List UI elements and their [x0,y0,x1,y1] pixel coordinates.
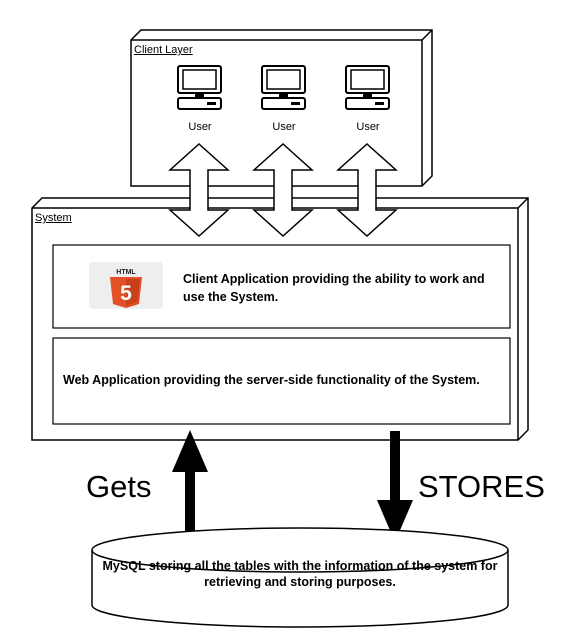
double-arrow [336,142,398,238]
web-application-text: Web Application providing the server-sid… [63,373,480,387]
html5-icon: HTML 5 [89,262,163,309]
stores-arrow [377,431,413,542]
double-arrow [252,142,314,238]
gets-arrow [172,430,208,544]
user-label-1: User [188,121,212,133]
mysql-database-cylinder [91,527,509,628]
web-application-panel [52,337,511,425]
system-title: System [35,212,72,224]
mysql-database-text: MySQL storing all the tables with the in… [102,559,498,589]
gets-label: Gets [86,469,152,504]
client-layer-title: Client Layer [134,44,193,56]
stores-label: STORES [418,469,545,504]
html5-badge-text: HTML [116,269,136,276]
computer-icon [261,65,306,110]
computer-icon [345,65,390,110]
client-application-text: Client Application providing the ability… [183,272,485,304]
user-label-3: User [356,121,380,133]
computer-icon [177,65,222,110]
double-arrow [168,142,230,238]
user-label-2: User [272,121,296,133]
html5-badge-number: 5 [120,282,132,305]
